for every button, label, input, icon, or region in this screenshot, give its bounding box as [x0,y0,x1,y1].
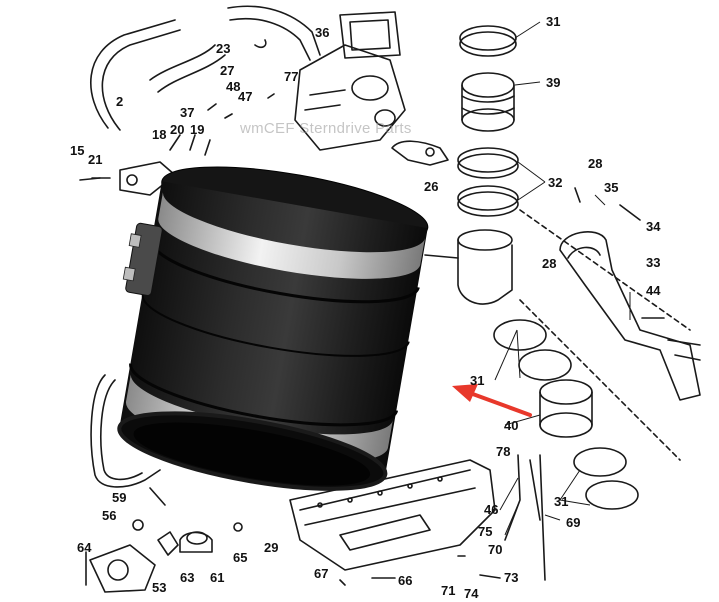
callout-31-mid: 31 [470,373,485,388]
callout-67: 67 [314,566,329,581]
hose-line-2 [90,19,176,129]
watermark-text: wmCEF Sterndrive Parts [240,120,412,137]
callout-61: 61 [210,570,225,585]
callout-26: 26 [424,179,439,194]
callout-65: 65 [233,550,248,565]
callout-44: 44 [646,283,661,298]
callout-37: 37 [180,105,195,120]
callout-66: 66 [398,573,413,588]
callout-63: 63 [180,570,195,585]
callout-39: 39 [546,75,561,90]
callout-33: 33 [646,255,661,270]
callout-19: 19 [190,122,205,137]
callout-23: 23 [216,41,231,56]
callout-35: 35 [604,180,619,195]
callout-31: 31 [546,14,561,29]
callout-36: 36 [315,25,330,40]
callout-34: 34 [646,219,661,234]
callout-47: 47 [238,89,253,104]
callout-40: 40 [504,418,519,433]
callout-48: 48 [226,79,241,94]
callout-70: 70 [488,542,503,557]
callout-29: 29 [264,540,279,555]
callout-77: 77 [284,69,299,84]
callout-18: 18 [152,127,167,142]
callout-28-mid: 28 [542,256,557,271]
callout-46: 46 [484,502,499,517]
callout-69: 69 [566,515,581,530]
callout-78: 78 [496,444,511,459]
hose-line [101,29,181,131]
callout-53: 53 [152,580,167,595]
callout-56: 56 [102,508,117,523]
callout-15: 15 [70,143,85,158]
callout-31-low: 31 [554,494,569,509]
callout-28-top: 28 [588,156,603,171]
coupler-photo [117,166,429,491]
pointer-arrow [452,384,532,417]
callout-64: 64 [77,540,92,555]
callout-2: 2 [116,94,124,109]
callout-21: 21 [88,152,103,167]
callout-75: 75 [478,524,493,539]
callout-32: 32 [548,175,563,190]
callout-27: 27 [220,63,235,78]
callout-74: 74 [464,586,479,601]
callout-73: 73 [504,570,519,585]
callout-59: 59 [112,490,127,505]
callout-20: 20 [170,122,185,137]
callout-71: 71 [441,583,456,598]
